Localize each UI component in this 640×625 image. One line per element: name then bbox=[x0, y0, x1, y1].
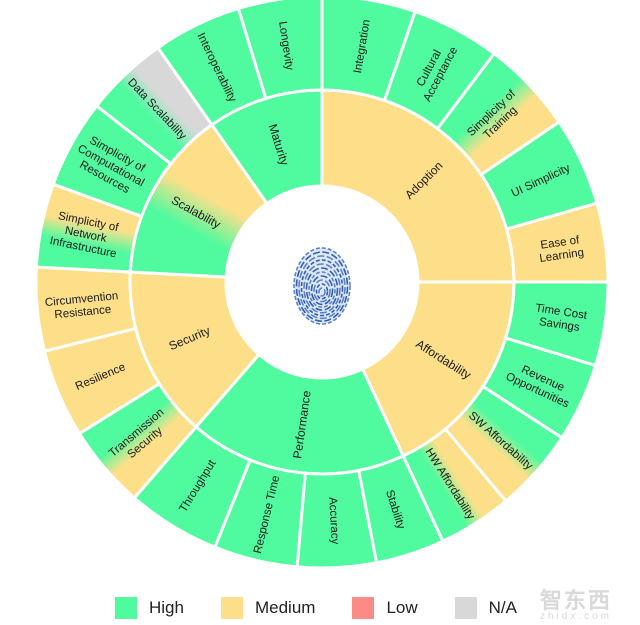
legend-swatch-low bbox=[352, 597, 375, 619]
legend-swatch-medium bbox=[220, 597, 243, 619]
legend-item-high: High bbox=[115, 597, 184, 619]
legend-label-low: Low bbox=[386, 598, 418, 617]
legend-label-high: High bbox=[149, 598, 184, 617]
outer-ring bbox=[34, 0, 610, 570]
watermark: 智东西 zhidx.com bbox=[526, 583, 626, 622]
watermark-logo: 智东西 bbox=[539, 588, 612, 613]
legend-item-medium: Medium bbox=[220, 597, 316, 619]
fingerprint-icon bbox=[293, 247, 351, 325]
legend: High Medium Low N/A bbox=[115, 597, 554, 619]
legend-label-medium: Medium bbox=[254, 598, 316, 617]
legend-swatch-high bbox=[115, 597, 137, 619]
subcategory-longevity bbox=[236, 0, 324, 101]
legend-item-low: Low bbox=[352, 597, 418, 619]
subcategory-label-circumvention-resistance: CircumventionResistance bbox=[44, 290, 120, 322]
legend-item-na: N/A bbox=[454, 597, 517, 619]
legend-swatch-na bbox=[454, 597, 477, 619]
legend-label-na: N/A bbox=[488, 598, 517, 617]
watermark-url: zhidx.com bbox=[539, 611, 612, 622]
subcategory-label-accuracy: Accuracy bbox=[326, 497, 340, 545]
subcategory-label-ease-of-learning: Ease ofLearning bbox=[537, 234, 585, 265]
